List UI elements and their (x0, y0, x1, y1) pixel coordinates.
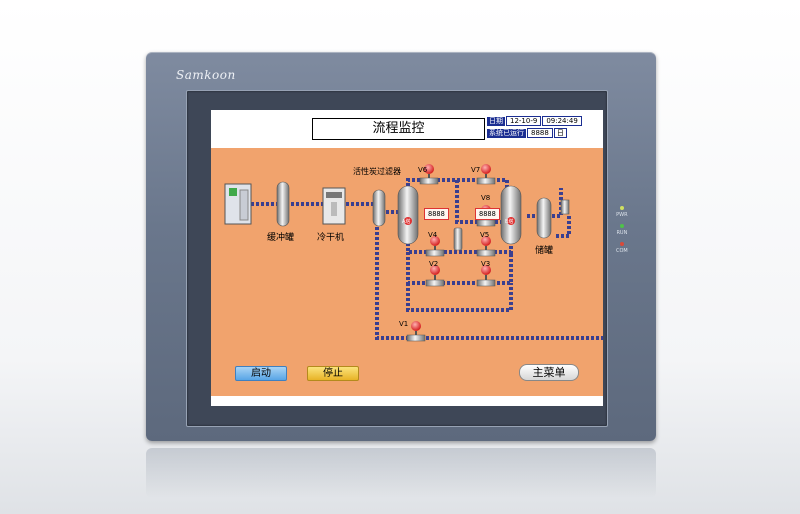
valve-label-v4: V4 (428, 231, 438, 239)
carbon-filter-label: 活性炭过滤器 (353, 167, 401, 176)
process-panel: 缓冲罐 冷干机 活性炭过滤器 储罐 A塔 B塔 V6 V7 V8 V4 V5 V… (211, 148, 603, 396)
tower-a-display: 8888 (424, 208, 449, 220)
valve-icon-v2 (425, 265, 445, 287)
date-label: 日期 (487, 116, 505, 126)
pwr-led-label: PWR (616, 212, 628, 218)
valve-label-v7: V7 (471, 166, 481, 174)
hmi-device: Samkoon 流程监控 日期 12-10-9 09:24:49 系统已运行 8… (146, 52, 656, 441)
runtime-value: 8888 (527, 128, 553, 138)
dryer-unit (322, 187, 346, 225)
dryer-label: 冷干机 (317, 233, 345, 243)
valve-icon-v6 (419, 164, 439, 185)
tower-b-display: 8888 (475, 208, 500, 220)
valve-icon-v1 (406, 321, 426, 342)
run-led-label: RUN (616, 230, 628, 236)
device-reflection (146, 448, 656, 498)
date-row: 日期 12-10-9 09:24:49 (487, 116, 582, 126)
valve-label-v2: V2 (429, 260, 439, 268)
status-leds: PWR RUN COM (616, 206, 628, 260)
date-value: 12-10-9 (506, 116, 542, 126)
valve-label-v8: V8 (481, 194, 491, 202)
tower-b-label: B塔 (505, 219, 514, 225)
stop-button[interactable]: 停止 (307, 366, 359, 381)
brand-logo: Samkoon (176, 68, 236, 82)
carbon-filter-vessel (372, 189, 386, 227)
buffer-tank-label: 缓冲罐 (267, 233, 295, 243)
muffler (453, 227, 463, 251)
led-pwr: PWR (616, 206, 628, 218)
buffer-tank-vessel (276, 181, 290, 227)
led-run: RUN (616, 224, 628, 236)
storage-tank-label: 储罐 (535, 246, 554, 256)
pwr-led-icon (619, 206, 624, 210)
led-com: COM (616, 242, 628, 254)
com-led-icon (619, 242, 624, 246)
page-title: 流程监控 (312, 118, 485, 140)
valve-label-v3: V3 (481, 260, 491, 268)
valve-icon-v3 (476, 265, 496, 287)
valve-icon-v4 (425, 236, 445, 257)
process-diagram (224, 164, 603, 342)
valve-label-v5: V5 (480, 231, 490, 239)
valve-icon-v7 (476, 164, 496, 185)
valve-label-v1: V1 (399, 320, 409, 328)
storage-tank-vessel (536, 197, 570, 239)
main-menu-button[interactable]: 主菜单 (519, 364, 579, 381)
com-led-label: COM (616, 248, 628, 254)
tower-b (500, 185, 522, 245)
valve-label-v6: V6 (418, 166, 428, 174)
runtime-label: 系统已运行 (487, 128, 526, 138)
runtime-row: 系统已运行 8888 日 (487, 128, 582, 138)
start-button[interactable]: 启动 (235, 366, 287, 381)
tower-a-label: A塔 (402, 219, 411, 225)
run-led-icon (619, 224, 624, 228)
hmi-screen: 流程监控 日期 12-10-9 09:24:49 系统已运行 8888 日 (211, 110, 603, 406)
tower-a (397, 185, 419, 245)
valve-icons (406, 164, 496, 342)
status-info: 日期 12-10-9 09:24:49 系统已运行 8888 日 (487, 116, 582, 140)
time-value: 09:24:49 (542, 116, 582, 126)
control-cabinet (224, 183, 252, 225)
runtime-unit: 日 (553, 128, 567, 138)
valve-icon-v5 (476, 236, 496, 257)
